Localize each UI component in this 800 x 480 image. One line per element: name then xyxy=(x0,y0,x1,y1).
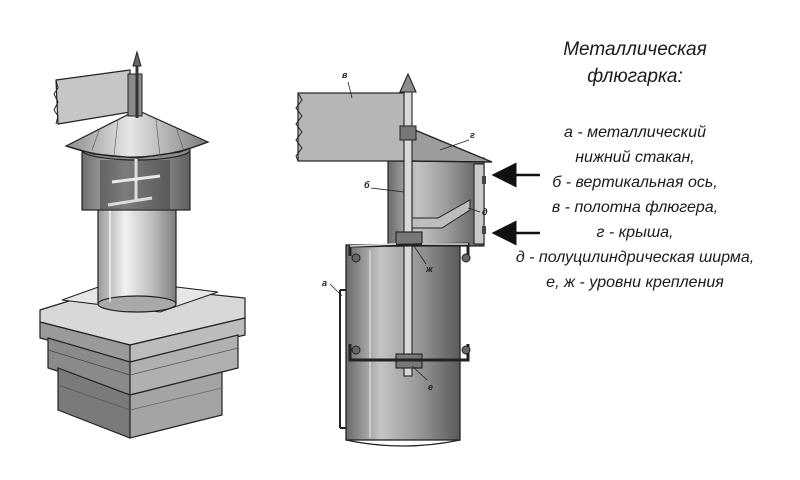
vane-flag xyxy=(53,50,143,125)
callout-b: б xyxy=(364,180,370,190)
leader-lines xyxy=(329,81,481,381)
left-perspective-drawing xyxy=(39,50,246,439)
legend-list: а - металлический нижний стакан, б - вер… xyxy=(470,120,800,295)
section-drawing: в г б д ж а е xyxy=(295,70,540,447)
chimney-base xyxy=(39,279,246,439)
legend-title-line2: флюгарка: xyxy=(587,66,683,87)
legend-item: д - полуцилиндрическая ширма, xyxy=(515,249,755,266)
legend-item: б - вертикальная ось, xyxy=(552,174,718,191)
legend-item: е, ж - уровни крепления xyxy=(546,274,724,291)
lower-mount xyxy=(348,344,471,369)
callout-d: д xyxy=(482,207,488,217)
legend-title-line1: Металлическая xyxy=(563,39,707,60)
callout-a: а xyxy=(322,278,327,288)
pipe-clamps xyxy=(339,289,346,429)
legend-item: г - крыша, xyxy=(596,224,674,241)
callout-g: г xyxy=(470,130,475,140)
vertical-axis xyxy=(399,72,471,377)
semicylindrical-shield xyxy=(473,163,486,245)
legend-item: нижний стакан, xyxy=(575,149,695,166)
legend-item: в - полотна флюгера, xyxy=(551,199,719,216)
section-vane-flag xyxy=(295,92,406,162)
callout-zh: ж xyxy=(425,264,433,274)
legend-item: а - металлический xyxy=(564,124,706,141)
legend-panel: Металлическая флюгарка: а - металлически… xyxy=(470,36,800,295)
callout-e: е xyxy=(428,382,433,392)
wind-arrows xyxy=(491,162,540,246)
upper-mount xyxy=(348,231,471,263)
callout-labels: в г б д ж а е xyxy=(322,70,488,392)
lower-pipe xyxy=(345,244,461,447)
callout-v: в xyxy=(342,70,348,80)
